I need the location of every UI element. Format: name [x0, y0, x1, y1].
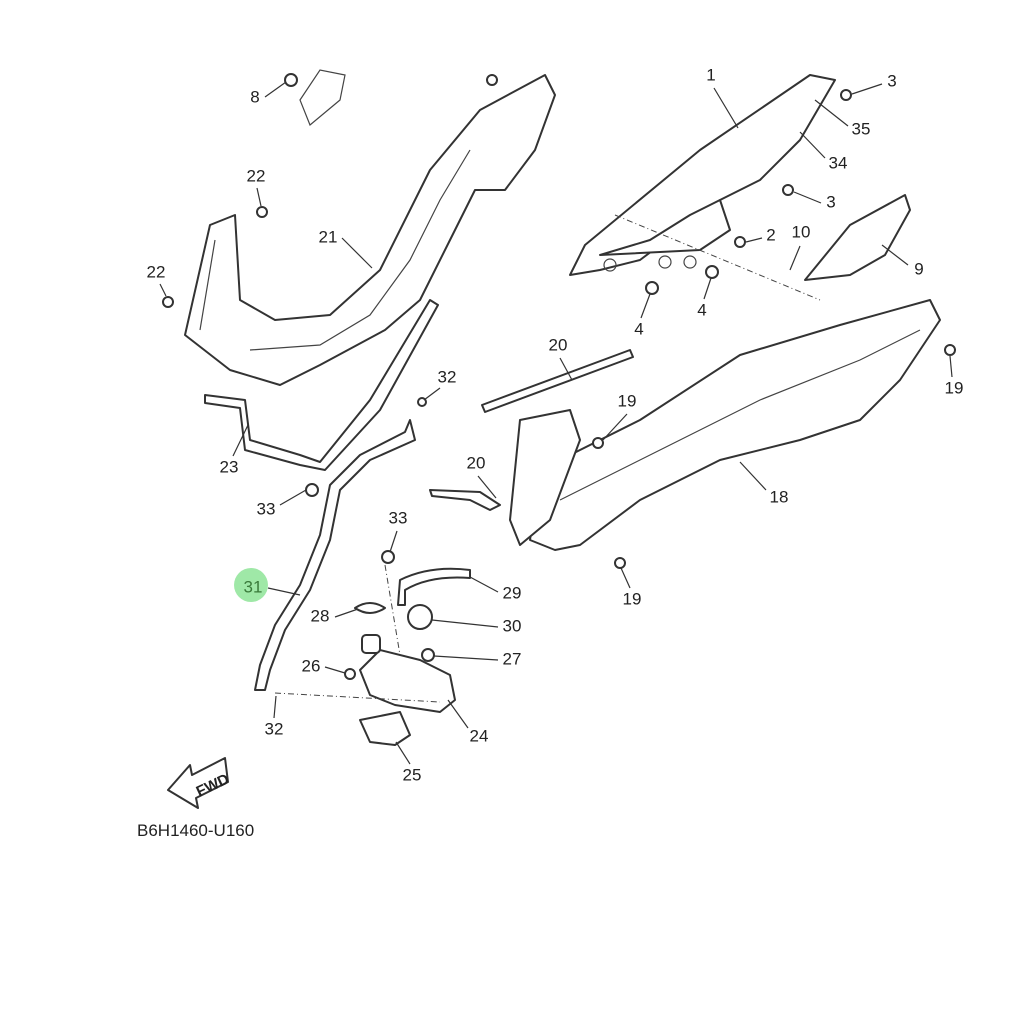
- callout-25[interactable]: 25: [403, 765, 422, 784]
- callout-4[interactable]: 4: [697, 300, 706, 319]
- reservoir-part: [359, 649, 456, 713]
- callout-23[interactable]: 23: [220, 457, 239, 476]
- callout-3[interactable]: 3: [826, 192, 835, 211]
- callout-1[interactable]: 1: [706, 65, 715, 84]
- strip-20-part: [481, 349, 634, 413]
- highlight-marker: [234, 568, 268, 602]
- callout-18[interactable]: 18: [770, 487, 789, 506]
- hose-part: [254, 419, 416, 691]
- callout-19[interactable]: 19: [618, 391, 637, 410]
- callout-19[interactable]: 19: [623, 589, 642, 608]
- callout-3[interactable]: 3: [887, 71, 896, 90]
- leader-lines: [159, 81, 953, 765]
- callout-30[interactable]: 30: [503, 616, 522, 635]
- diagram-code: B6H1460-U160: [137, 821, 254, 840]
- callout-34[interactable]: 34: [829, 153, 848, 172]
- leg-shield-part: [184, 74, 556, 386]
- callout-33[interactable]: 33: [257, 499, 276, 518]
- callout-19[interactable]: 19: [945, 378, 964, 397]
- callout-24[interactable]: 24: [470, 726, 489, 745]
- callout-32[interactable]: 32: [438, 367, 457, 386]
- callout-32[interactable]: 32: [265, 719, 284, 738]
- callout-4[interactable]: 4: [634, 319, 643, 338]
- callout-8[interactable]: 8: [250, 87, 259, 106]
- callout-10[interactable]: 10: [792, 222, 811, 241]
- callout-35[interactable]: 35: [852, 119, 871, 138]
- callout-20[interactable]: 20: [549, 335, 568, 354]
- side-cover-part: [569, 74, 836, 276]
- callout-21[interactable]: 21: [319, 227, 338, 246]
- callout-26[interactable]: 26: [302, 656, 321, 675]
- callout-labels[interactable]: 8 1 3 35 34 3 2 10 9 4 4 22 22 21 20 19 …: [147, 65, 964, 784]
- callout-9[interactable]: 9: [914, 259, 923, 278]
- callout-33[interactable]: 33: [389, 508, 408, 527]
- fwd-arrow-icon: FWD: [167, 757, 232, 809]
- callout-20[interactable]: 20: [467, 453, 486, 472]
- floor-side-cover-part: [529, 299, 941, 551]
- cover-9-part: [804, 194, 911, 281]
- callout-31-highlighted[interactable]: 31: [244, 577, 263, 596]
- part-drawings: [162, 69, 956, 746]
- callout-28[interactable]: 28: [311, 606, 330, 625]
- callout-22[interactable]: 22: [247, 166, 266, 185]
- strip-part: [204, 299, 439, 471]
- tray-part: [359, 711, 411, 746]
- callout-29[interactable]: 29: [503, 583, 522, 602]
- callout-2[interactable]: 2: [766, 225, 775, 244]
- callout-22[interactable]: 22: [147, 262, 166, 281]
- callout-27[interactable]: 27: [503, 649, 522, 668]
